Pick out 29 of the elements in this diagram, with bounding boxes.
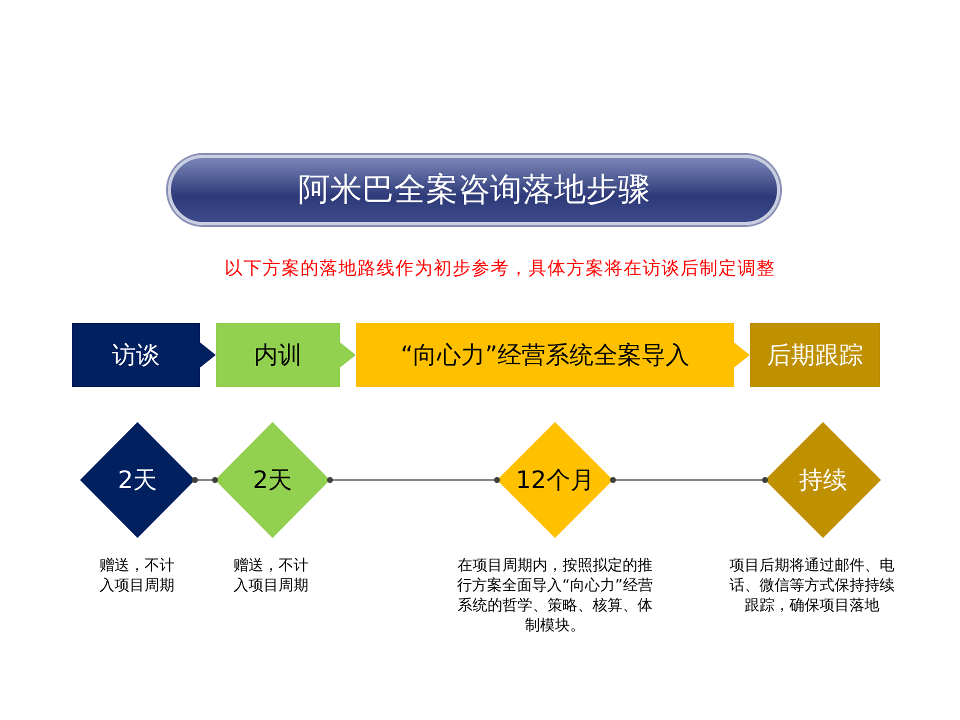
phase-label: 访谈 — [112, 340, 160, 371]
step-description: 赠送，不计入项目周期 — [98, 555, 176, 595]
phase-label: 后期跟踪 — [767, 340, 863, 371]
step-description: 在项目周期内，按照拟定的推行方案全面导入“向心力”经营系统的哲学、策略、核算、体制模块。 — [456, 555, 654, 635]
timeline-connector — [327, 477, 500, 483]
duration-label: 12个月 — [516, 465, 594, 496]
duration-diamond — [765, 422, 881, 538]
phase-box — [216, 323, 340, 387]
phase-label: 内训 — [254, 340, 302, 371]
phase-box — [72, 323, 200, 387]
timeline-connector — [610, 477, 768, 483]
chevron-arrow — [200, 342, 216, 368]
chevron-arrow — [340, 342, 356, 368]
chevron-arrow — [734, 342, 750, 368]
duration-diamond — [497, 422, 613, 538]
title-text: 阿米巴全案咨询落地步骤 — [298, 169, 650, 210]
duration-diamond — [215, 422, 330, 538]
duration-diamond — [80, 422, 195, 538]
duration-label: 2天 — [252, 465, 292, 496]
phase-label: “向心力”经营系统全案导入 — [400, 340, 690, 371]
title-banner — [168, 155, 780, 225]
timeline-connector — [192, 477, 218, 483]
step-description: 项目后期将通过邮件、电话、微信等方式保持持续跟踪，确保项目落地 — [728, 555, 896, 615]
phase-box — [356, 323, 734, 387]
phase-box — [750, 323, 880, 387]
duration-label: 持续 — [799, 465, 847, 496]
subtitle-note: 以下方案的落地路线作为初步参考，具体方案将在访谈后制定调整 — [224, 259, 776, 279]
step-description: 赠送，不计入项目周期 — [232, 555, 310, 595]
duration-label: 2天 — [118, 465, 158, 496]
